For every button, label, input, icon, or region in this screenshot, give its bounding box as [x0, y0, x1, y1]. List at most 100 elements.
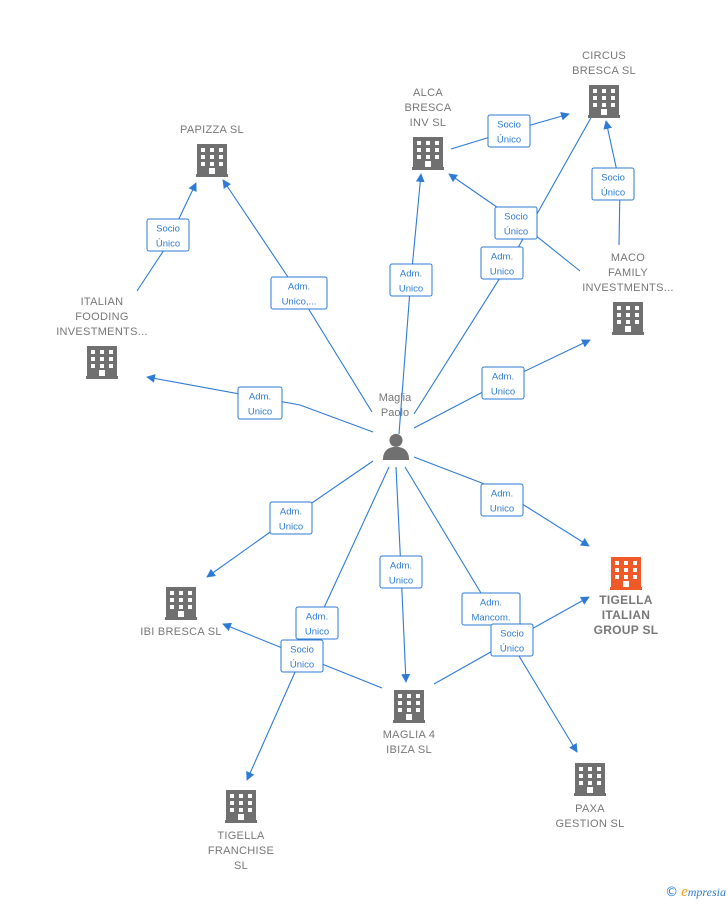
node-label: Paolo: [381, 407, 409, 419]
edge-label-text: Unico: [305, 627, 329, 638]
edge-label-text: Adm.: [249, 392, 271, 403]
edge-label-text: Mancom.: [471, 613, 510, 624]
node-label: PAXA: [575, 803, 605, 815]
edge-labels-layer: SocioÚnicoAdm.Unico,...Adm.UnicoAdm.Unic…: [146, 114, 635, 673]
node-label: INVESTMENTS...: [582, 282, 674, 294]
edge-label-text: Unico: [389, 576, 413, 587]
edge-label-text: Adm.: [306, 612, 328, 623]
building-icon: [574, 763, 606, 796]
brand-initial: e: [681, 884, 688, 900]
building-icon: [393, 690, 425, 723]
node-label: SL: [234, 860, 248, 872]
node-label: FRANCHISE: [208, 845, 274, 857]
edge-label-person-to-ibi[interactable]: Adm. Unico: [269, 501, 313, 535]
edge-label-text: Adm.: [491, 252, 513, 263]
edge-label-text: Unico: [279, 522, 303, 533]
node-label: GESTION SL: [555, 818, 624, 830]
edge-label-box: [494, 206, 538, 240]
edge-label-box: [280, 639, 324, 673]
building-icon: [588, 85, 620, 118]
edge-label-text: Socio: [601, 173, 625, 184]
person-icon: [382, 433, 410, 460]
node-label: CIRCUS: [582, 50, 626, 62]
edge-label-text: Único: [500, 644, 524, 655]
edge-label-text: Adm.: [288, 282, 310, 293]
building-icon: [196, 144, 228, 177]
edge-label-person-to-paxa[interactable]: Adm. Mancom.: [461, 592, 521, 626]
edge-label-person-to-maco[interactable]: Adm. Unico: [481, 366, 525, 400]
node-italian[interactable]: ITALIANFOODINGINVESTMENTS...: [56, 296, 148, 379]
node-label: ITALIAN: [81, 296, 124, 308]
edge-label-text: Único: [504, 227, 528, 238]
building-icon: [612, 302, 644, 335]
node-label: ALCA: [413, 87, 443, 99]
edge-label-text: Único: [497, 135, 521, 146]
node-franchise[interactable]: TIGELLA FRANCHISE SL: [208, 790, 274, 872]
building-icon: [412, 137, 444, 170]
edge-label-box: [146, 218, 190, 252]
edge-label-box: [269, 501, 313, 535]
edge-label-text: Único: [601, 188, 625, 199]
edge-label-box: [480, 483, 524, 517]
brand-name: mpresia: [687, 885, 726, 899]
node-paxa[interactable]: PAXA GESTION SL: [555, 763, 624, 830]
edge-label-person-to-alca[interactable]: Adm. Unico: [389, 263, 433, 297]
edge-label-box: [490, 623, 534, 657]
edge-label-box: [389, 263, 433, 297]
copyright-symbol: ©: [665, 885, 679, 900]
edge-label-text: Unico: [248, 407, 272, 418]
edge-label-text: Socio: [290, 645, 314, 656]
node-label: INVESTMENTS...: [56, 326, 148, 338]
edge-label-person-to-circus[interactable]: Adm. Unico: [480, 246, 524, 280]
edge-label-text: Adm.: [480, 598, 502, 609]
node-label: ITALIAN: [602, 608, 651, 622]
node-maco[interactable]: MACOFAMILYINVESTMENTS...: [582, 252, 674, 335]
edge-label-person-to-italian[interactable]: Adm. Unico: [237, 386, 283, 420]
edge-label-text: Adm.: [400, 269, 422, 280]
node-label: BRESCA: [404, 102, 451, 114]
edge-label-text: Unico: [399, 284, 423, 295]
edge-label-text: Adm.: [491, 489, 513, 500]
edge-label-text: Socio: [497, 120, 521, 131]
node-label: GROUP SL: [594, 623, 659, 637]
edge-label-text: Adm.: [390, 561, 412, 572]
edge-label-text: Socio: [500, 629, 524, 640]
building-icon: [165, 587, 197, 620]
node-label: TIGELLA: [217, 830, 265, 842]
edge-label-text: Socio: [504, 212, 528, 223]
node-papizza[interactable]: PAPIZZA SL: [180, 124, 244, 177]
footer-brand[interactable]: © empresia: [665, 884, 726, 901]
edge-label-box: [481, 366, 525, 400]
node-ibi[interactable]: IBI BRESCA SL: [140, 587, 222, 638]
edge-label-box: [270, 276, 328, 310]
edge-label-text: Adm.: [492, 372, 514, 383]
edge-label-person-to-franchise[interactable]: Adm. Unico: [295, 606, 339, 640]
edge-label-text: Unico: [490, 504, 514, 515]
edge-label-text: Unico: [490, 267, 514, 278]
edge-label-person-to-maglia4[interactable]: Adm. Unico: [379, 555, 423, 589]
node-alca[interactable]: ALCA BRESCA INV SL: [404, 87, 452, 170]
edge-label-text: Adm.: [280, 507, 302, 518]
edge-label-text: Único: [290, 660, 314, 671]
edge-label-box: [295, 606, 339, 640]
edge-label-person-to-papizza[interactable]: Adm.Unico,...: [270, 276, 328, 310]
building-icon: [225, 790, 257, 823]
edge-label-text: Unico: [491, 387, 515, 398]
edge-label-person-to-tigella[interactable]: Adm. Unico: [480, 483, 524, 517]
edges-layer: [136, 106, 621, 781]
edge-label-box: [480, 246, 524, 280]
node-label: INV SL: [410, 117, 447, 129]
node-label: IBIZA SL: [386, 744, 432, 756]
